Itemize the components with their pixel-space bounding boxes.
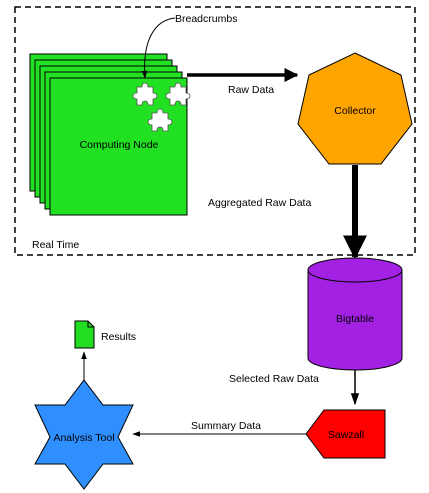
analysis-tool-label: Analysis Tool [53,432,114,444]
computing-node [49,77,188,216]
real-time-label: Real Time [32,239,79,251]
summary-data-label: Summary Data [191,420,261,432]
selected-raw-data-label: Selected Raw Data [229,373,319,385]
analysis-tool-node [34,379,134,490]
results-document-icon [74,320,95,349]
bigtable-label: Bigtable [336,313,374,325]
puzzle-piece-icon [165,82,191,106]
sawzall-label: Sawzall [328,429,364,441]
puzzle-piece-icon [132,82,158,106]
raw-data-label: Raw Data [228,84,274,96]
sawzall-node [305,409,386,459]
computing-node-stack [29,53,188,216]
breadcrumbs-arrow [141,17,176,79]
collector-label: Collector [334,105,376,117]
bigtable-node [307,257,403,371]
results-label: Results [101,331,136,343]
computing-node-label: Computing Node [80,139,159,151]
collector-node [297,52,413,165]
puzzle-piece-icon [147,108,173,132]
breadcrumbs-label: Breadcrumbs [175,13,237,25]
real-time-boundary [14,6,416,256]
aggregated-raw-data-label: Aggregated Raw Data [208,197,311,209]
